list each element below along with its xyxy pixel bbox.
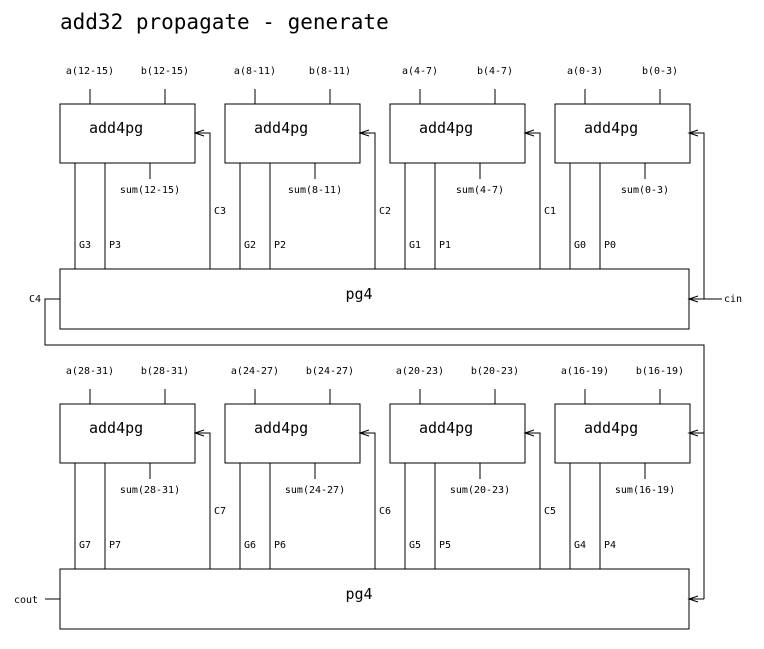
add4pg-label: add4pg [254,119,308,137]
carry-label: C6 [379,506,391,517]
carry-arrow [358,129,370,137]
c4-carry-wire [44,298,705,599]
cin-block-wire [689,132,705,299]
carry-label: C1 [544,206,556,217]
input-a-label: a(12-15) [66,66,114,77]
sum-label: sum(4-7) [456,185,504,196]
generate-label: G0 [574,240,586,251]
pg4-label: pg4 [345,285,372,303]
input-a-label: a(8-11) [234,66,276,77]
input-a-label: a(28-31) [66,366,114,377]
carry-wire [525,432,541,569]
generate-label: G3 [79,240,91,251]
generate-label: G5 [409,540,421,551]
carry-wire [195,432,211,569]
carry-wire [195,132,211,269]
cin-pg4-arrow [687,295,699,303]
add4pg-label: add4pg [89,119,143,137]
carry-arrow [193,429,205,437]
generate-label: G7 [79,540,91,551]
sum-label: sum(8-11) [288,185,342,196]
propagate-label: P6 [274,540,286,551]
pg4-block [59,268,690,330]
pg4-block [59,568,690,630]
sum-label: sum(0-3) [621,185,669,196]
input-a-label: a(16-19) [561,366,609,377]
sum-label: sum(12-15) [120,185,180,196]
carry-arrow [523,129,535,137]
sum-label: sum(24-27) [285,485,345,496]
input-b-label: b(24-27) [306,366,354,377]
propagate-label: P1 [439,240,451,251]
propagate-label: P3 [109,240,121,251]
carry-wire [360,432,376,569]
add4pg-label: add4pg [584,419,638,437]
c4-block-arrow [687,429,699,437]
input-b-label: b(4-7) [477,66,513,77]
add4pg-label: add4pg [254,419,308,437]
cin-block-arrow [687,129,699,137]
carry-arrow [358,429,370,437]
generate-label: G1 [409,240,421,251]
propagate-label: P7 [109,540,121,551]
c4-pg4-arrow [687,595,699,603]
propagate-label: P5 [439,540,451,551]
carry-label: C2 [379,206,391,217]
cout-label: cout [14,595,38,606]
generate-label: G6 [244,540,256,551]
carry-arrow [193,129,205,137]
cin-label: cin [724,294,742,305]
propagate-label: P0 [604,240,616,251]
propagate-label: P2 [274,240,286,251]
diagram-title: add32 propagate - generate [60,10,389,34]
add4pg-label: add4pg [89,419,143,437]
sum-label: sum(28-31) [120,485,180,496]
input-b-label: b(28-31) [141,366,189,377]
add4pg-label: add4pg [419,119,473,137]
add4pg-label: add4pg [584,119,638,137]
carry-arrow [523,429,535,437]
propagate-label: P4 [604,540,616,551]
input-a-label: a(4-7) [402,66,438,77]
pg4-label: pg4 [345,585,372,603]
carry-label: C3 [214,206,226,217]
input-b-label: b(20-23) [471,366,519,377]
input-a-label: a(0-3) [567,66,603,77]
carry-wire [360,132,376,269]
sum-label: sum(16-19) [615,485,675,496]
carry-wire [525,132,541,269]
input-b-label: b(12-15) [141,66,189,77]
input-b-label: b(8-11) [309,66,351,77]
input-a-label: a(20-23) [396,366,444,377]
input-b-label: b(0-3) [642,66,678,77]
sum-label: sum(20-23) [450,485,510,496]
carry-label: C5 [544,506,556,517]
input-a-label: a(24-27) [231,366,279,377]
input-b-label: b(16-19) [636,366,684,377]
add4pg-label: add4pg [419,419,473,437]
generate-label: G4 [574,540,586,551]
c4-label: C4 [29,294,41,305]
generate-label: G2 [244,240,256,251]
carry-label: C7 [214,506,226,517]
